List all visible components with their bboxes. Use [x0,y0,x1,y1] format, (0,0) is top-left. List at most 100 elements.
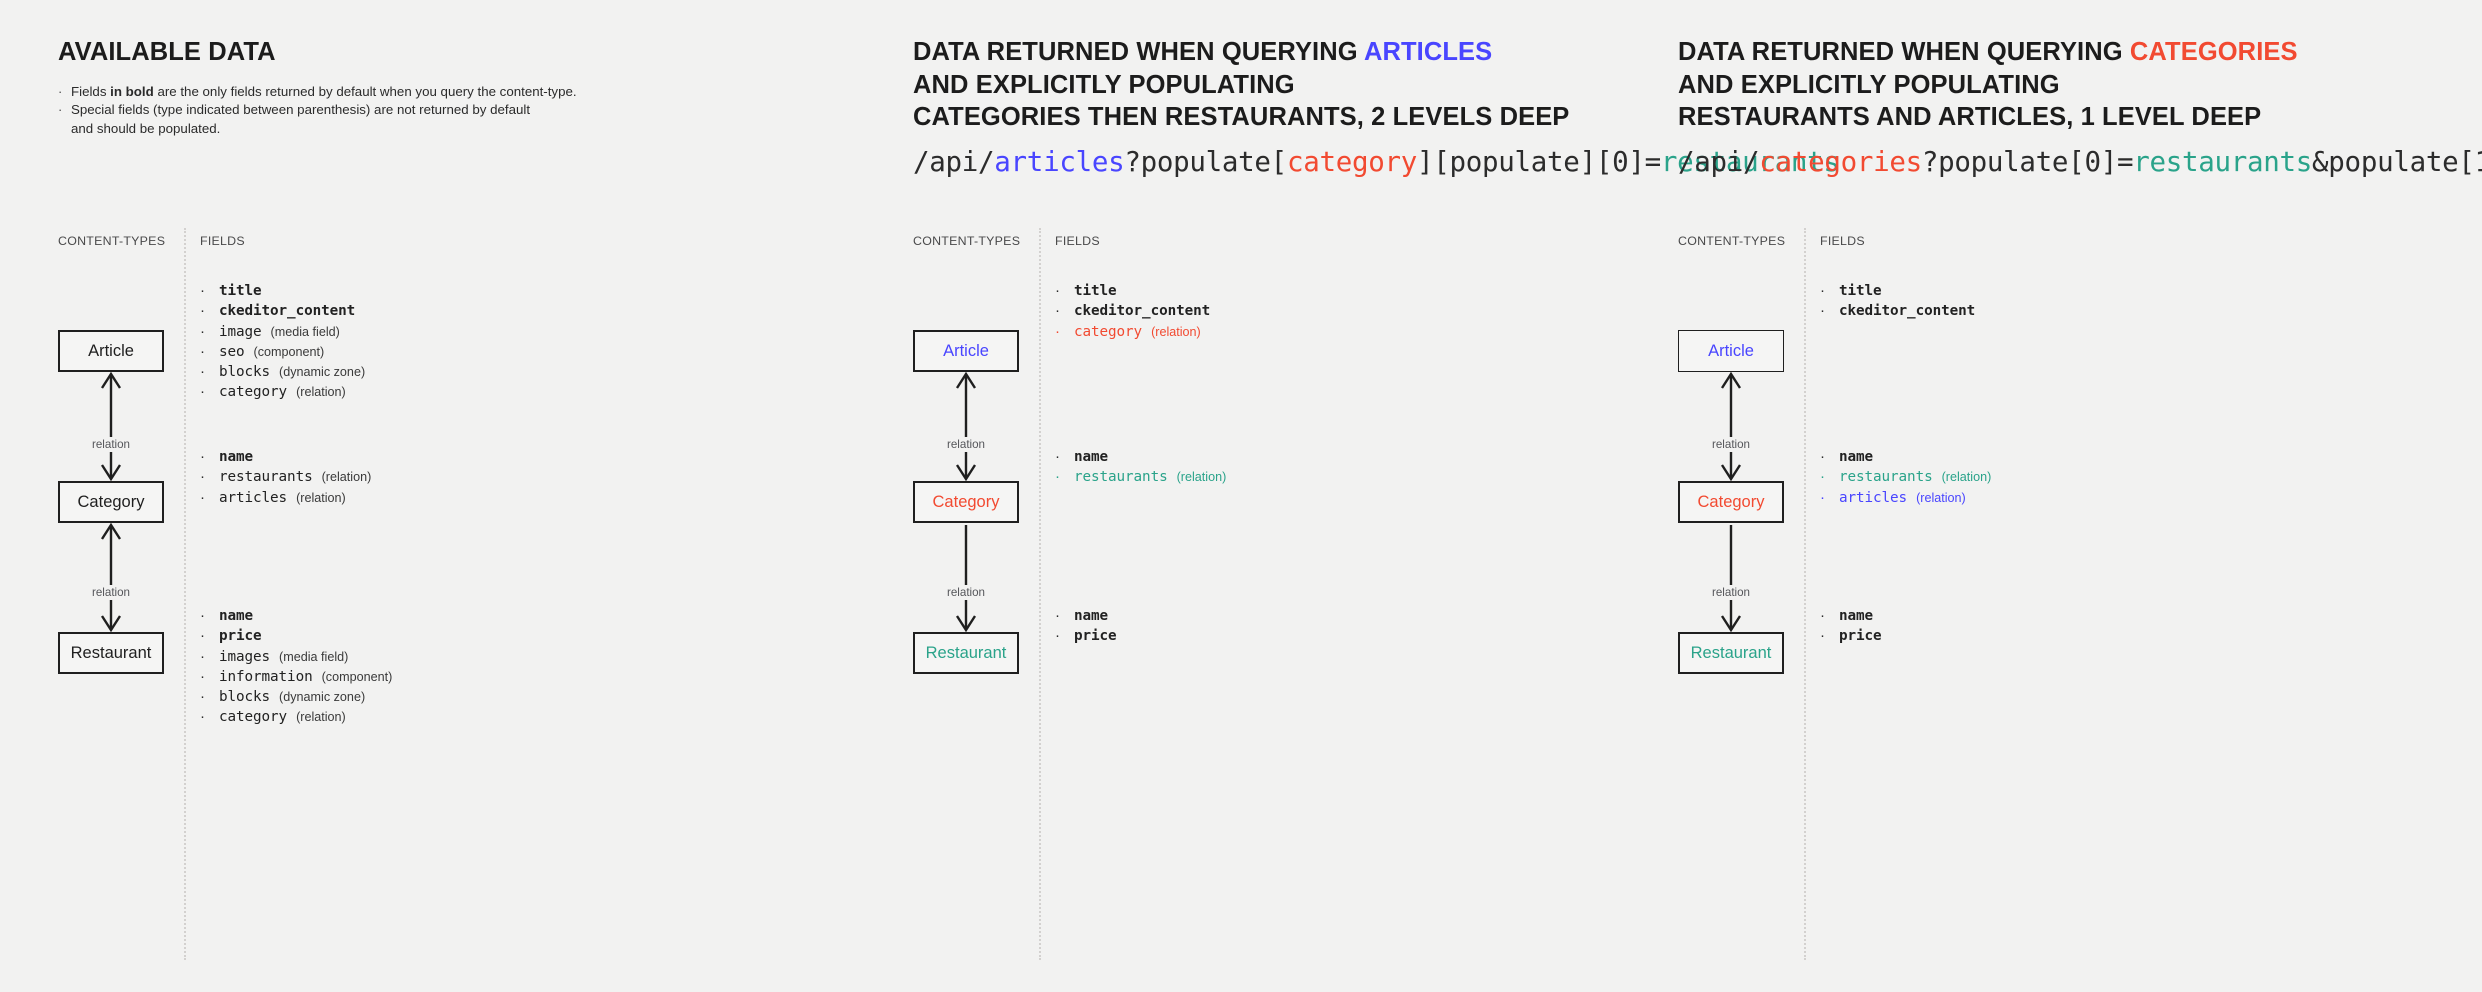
field-row: · ckeditor_content [200,301,820,321]
heading-line: DATA RETURNED WHEN QUERYING ARTICLES [913,36,1569,69]
heading-part: AVAILABLE DATA [58,38,276,66]
relation-arrow-1 [100,522,122,633]
field-list-restaurant: ·name·price [1820,606,2440,647]
list-bullet-icon: · [200,282,205,299]
intro-note-text: Special fields (type indicated between p… [71,101,618,119]
list-bullet-icon: · [200,322,205,340]
column-divider [1804,228,1806,960]
column-header-content-types: CONTENT-TYPES [1678,234,1786,248]
list-bullet-icon: · [200,363,205,381]
list-bullet-icon: · [1055,282,1060,299]
field-type-hint: (relation) [1941,470,1992,485]
intro-notes: ·Fields in bold are the only fields retu… [58,83,618,138]
relation-edge-label: relation [913,437,1019,452]
field-name: ckeditor_content [219,303,356,320]
content-type-node-category[interactable]: Category [1678,481,1784,523]
field-row: ·ckeditor_content [1820,301,2440,321]
content-type-node-restaurant[interactable]: Restaurant [58,632,164,674]
url-segment: category [1286,146,1417,178]
column-header-fields: FIELDS [200,234,245,248]
list-bullet-icon: · [1055,302,1060,320]
list-bullet-icon: · [200,607,205,624]
field-row: ·name [200,447,820,467]
field-type-hint: (relation) [321,470,372,485]
field-name: information [219,668,313,685]
field-name: name [1074,449,1109,465]
field-list-article: ·title·ckeditor_content [1820,281,2440,322]
field-row: ·category(relation) [200,382,820,402]
field-name: name [1839,449,1874,465]
content-type-node-article[interactable]: Article [1678,330,1784,372]
list-bullet-icon: · [1820,448,1825,465]
heading-part: AND EXPLICITLY POPULATING [913,70,1295,99]
heading-line: AND EXPLICITLY POPULATING [1678,69,2298,102]
column-divider [1039,228,1041,960]
list-bullet-icon: · [1820,468,1825,486]
list-bullet-icon: · [200,302,205,320]
field-name: name [1074,608,1109,624]
list-bullet-icon: · [200,383,205,401]
api-endpoint-url: /api/articles?populate[category][populat… [913,145,1840,179]
list-bullet-icon: · [1820,488,1825,506]
field-name: articles [219,489,288,506]
list-bullet-icon: · [1055,468,1060,486]
column-header-content-types: CONTENT-TYPES [913,234,1021,248]
field-type-hint: (relation) [296,490,346,505]
heading-line: DATA RETURNED WHEN QUERYING CATEGORIES [1678,36,2298,69]
content-type-node-category[interactable]: Category [58,481,164,523]
content-type-node-article[interactable]: Article [58,330,164,372]
list-bullet-icon: · [200,627,205,645]
field-row: ·title [1820,281,2440,301]
list-bullet-icon: · [1055,448,1060,465]
field-name: category [219,384,288,401]
field-name: ckeditor_content [1839,303,1976,320]
field-name: price [219,628,262,645]
intro-note-row: ·Fields in bold are the only fields retu… [58,83,618,101]
field-type-hint: (component) [253,344,325,359]
field-name: name [219,449,254,465]
field-row: ·ckeditor_content [1055,301,1675,321]
url-segment: ?populate[0]= [1921,146,2134,178]
list-bullet-icon: · [200,667,205,685]
field-list-article: ·title·ckeditor_content·image(media fiel… [200,281,820,403]
field-row: ·title [1055,281,1675,301]
field-name: image [219,323,262,340]
url-segment: articles [994,146,1125,178]
list-bullet-icon: · [200,488,205,506]
field-row: · blocks (dynamic zone) [200,362,820,382]
field-type-hint: (dynamic zone) [279,365,366,380]
list-bullet-icon: · [1055,607,1060,624]
field-row: · information (component) [200,667,820,687]
column-heading-available-data: AVAILABLE DATA [58,36,276,69]
field-name: category [1074,323,1143,340]
heading-line: CATEGORIES THEN RESTAURANTS, 2 LEVELS DE… [913,101,1569,134]
heading-line: RESTAURANTS AND ARTICLES, 1 LEVEL DEEP [1678,101,2298,134]
field-row: · articles (relation) [200,488,820,508]
field-name: title [1839,283,1882,299]
field-name: name [219,608,254,624]
field-name: category [219,709,288,726]
field-list-article: ·title·ckeditor_content·category(relatio… [1055,281,1675,342]
content-type-node-category[interactable]: Category [913,481,1019,523]
list-bullet-icon: · [1820,627,1825,645]
field-list-category: ·name·restaurants(relation)·articles(rel… [200,447,820,508]
field-name: restaurants [219,469,313,486]
content-type-node-article[interactable]: Article [913,330,1019,372]
list-bullet-icon: · [200,708,205,726]
column-divider [184,228,186,960]
heading-part: CATEGORIES THEN RESTAURANTS, 2 LEVELS DE… [913,103,1570,131]
field-name: blocks [219,364,271,381]
field-row: ·restaurants(relation) [1820,467,2440,487]
field-row: ·images(media field) [200,647,820,667]
content-type-node-restaurant[interactable]: Restaurant [1678,632,1784,674]
content-type-node-restaurant[interactable]: Restaurant [913,632,1019,674]
url-segment: ][populate][0]= [1417,146,1661,178]
column-header-content-types: CONTENT-TYPES [58,234,166,248]
field-type-hint: (component) [321,669,393,684]
field-list-category: ·name·restaurants(relation)·articles(rel… [1820,447,2440,508]
